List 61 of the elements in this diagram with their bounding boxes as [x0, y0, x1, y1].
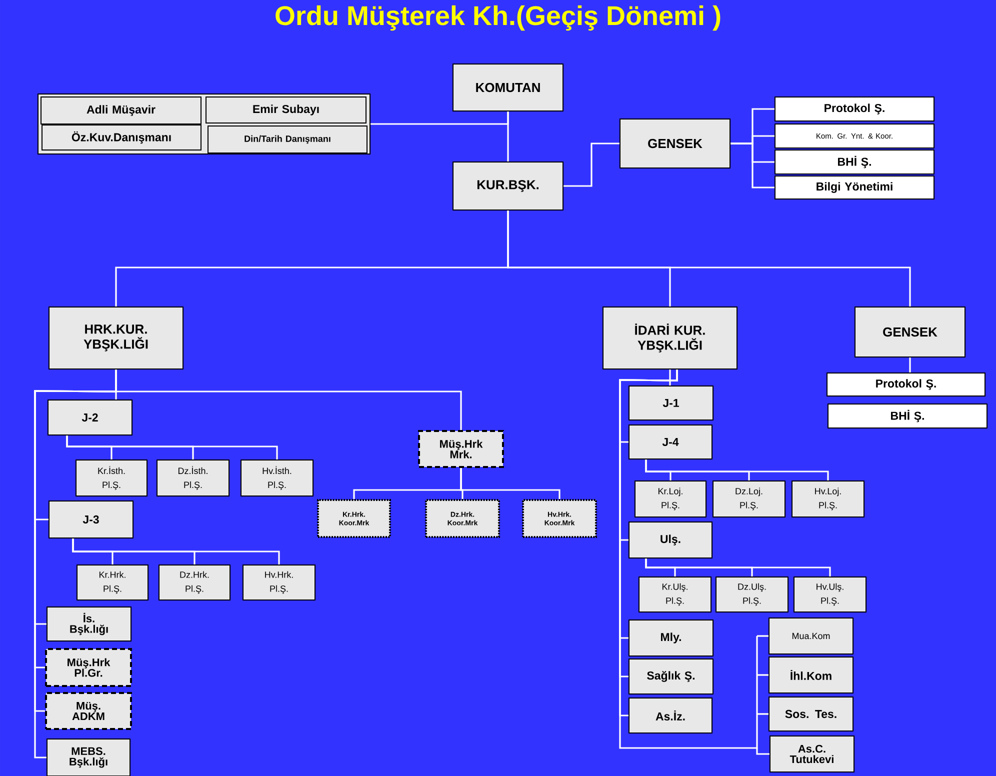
org-box: J-2	[48, 400, 132, 436]
connector-line	[757, 635, 768, 637]
connector-line	[730, 142, 774, 188]
org-box: Protokol Ş.	[826, 372, 986, 396]
org-box: İs. Bşk.lığı	[46, 606, 132, 642]
org-box: BHİ Ş.	[828, 404, 988, 428]
org-box: Sos. Tes.	[768, 696, 854, 732]
org-box: BHİ Ş.	[774, 150, 934, 174]
org-box: Müş. ADKM	[45, 692, 132, 730]
org-box: J-4	[628, 424, 712, 460]
connector-line	[669, 370, 671, 386]
connector-line	[757, 674, 768, 676]
org-box: İhl.Kom	[768, 656, 854, 694]
org-box: Emir Subayı	[206, 96, 366, 124]
connector-line	[645, 460, 829, 480]
org-box: Hv.Ulş. Pl.Ş.	[794, 576, 866, 612]
org-box: GENSEK	[854, 306, 966, 358]
org-box: GENSEK	[620, 118, 730, 168]
connector-line	[756, 748, 770, 755]
org-box: Hv.Hrk. Pl.Ş.	[242, 564, 316, 600]
org-box: HRK.KUR. YBŞK.LIĞI	[48, 306, 184, 370]
org-box: Dz.Hrk. Pl.Ş.	[158, 564, 230, 600]
org-box: Dz.Ulş. Pl.Ş.	[716, 576, 788, 612]
org-box: Bilgi Yönetimi	[774, 176, 934, 200]
connector-line	[460, 468, 560, 499]
title: Ordu Müşterek Kh.(Geçiş Dönemi )	[276, 5, 720, 31]
connector-line	[645, 558, 831, 576]
connector-line	[757, 713, 768, 715]
connector-line	[66, 436, 278, 460]
connector-line	[507, 210, 911, 306]
connector-line	[115, 370, 462, 430]
org-box: Ulş.	[628, 522, 712, 558]
connector-line	[72, 538, 280, 564]
org-box: Mly.	[628, 620, 714, 656]
connector-line	[909, 358, 911, 372]
org-box: Öz.Kuv.Danışmanı	[42, 124, 202, 150]
org-box: Dz.Loj. Pl.Ş.	[712, 480, 786, 518]
org-box: J-1	[628, 386, 714, 420]
org-box: KUR.BŞK.	[452, 162, 564, 210]
org-box: Kr.Loj. Pl.Ş.	[634, 480, 706, 518]
org-box: Kr.Hrk. Pl.Ş.	[76, 564, 148, 600]
connector-line	[370, 112, 509, 125]
org-box: Kr.Ulş. Pl.Ş.	[638, 576, 712, 612]
org-box: As.İz.	[628, 698, 712, 734]
org-box: MEBS. Bşk.lığı	[46, 738, 130, 776]
org-box: Hv.Loj. Pl.Ş.	[792, 480, 864, 518]
org-box: Hv.İsth. Pl.Ş.	[240, 460, 314, 496]
org-box: Müş.Hrk Mrk.	[418, 430, 504, 468]
org-box: Dz.İsth. Pl.Ş.	[156, 460, 230, 496]
org-box: Müş.Hrk Pl.Gr.	[45, 648, 132, 687]
org-box: Mua.Kom	[768, 618, 854, 654]
org-box: Protokol Ş.	[774, 96, 934, 122]
connector-line	[564, 142, 620, 187]
org-box: J-3	[48, 500, 134, 538]
org-box: As.C. Tutukevi	[770, 736, 854, 772]
org-box: Sağlık Ş.	[628, 658, 714, 694]
org-box: İDARİ KUR. YBŞK.LIĞI	[602, 306, 738, 370]
org-box: Din/Tarih Danışmanı	[208, 126, 368, 154]
org-box: KOMUTAN	[452, 64, 564, 112]
org-box: Adli Müşavir	[40, 96, 202, 124]
org-box: Kr.İsth. Pl.Ş.	[76, 460, 148, 496]
